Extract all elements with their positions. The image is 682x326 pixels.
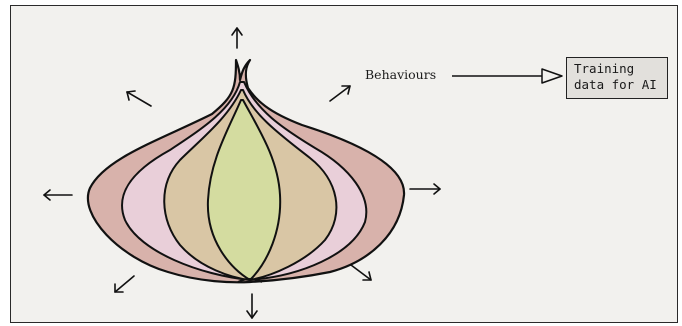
training-box-line-1: Training <box>574 61 660 77</box>
behaviours-label: Behaviours <box>365 67 436 82</box>
arrow-up-left <box>127 91 151 106</box>
arrow-right <box>410 184 440 194</box>
arrow-up <box>232 28 242 48</box>
arrow-left <box>44 190 72 200</box>
arrow-down <box>247 294 257 318</box>
training-box-line-2: data for AI <box>574 77 660 93</box>
arrow-up-right <box>330 86 350 101</box>
arrow-down-left <box>115 276 134 292</box>
training-data-box: Training data for AI <box>566 57 668 99</box>
behaviours-to-training-arrow <box>452 69 562 83</box>
arrow-down-right <box>351 265 371 280</box>
